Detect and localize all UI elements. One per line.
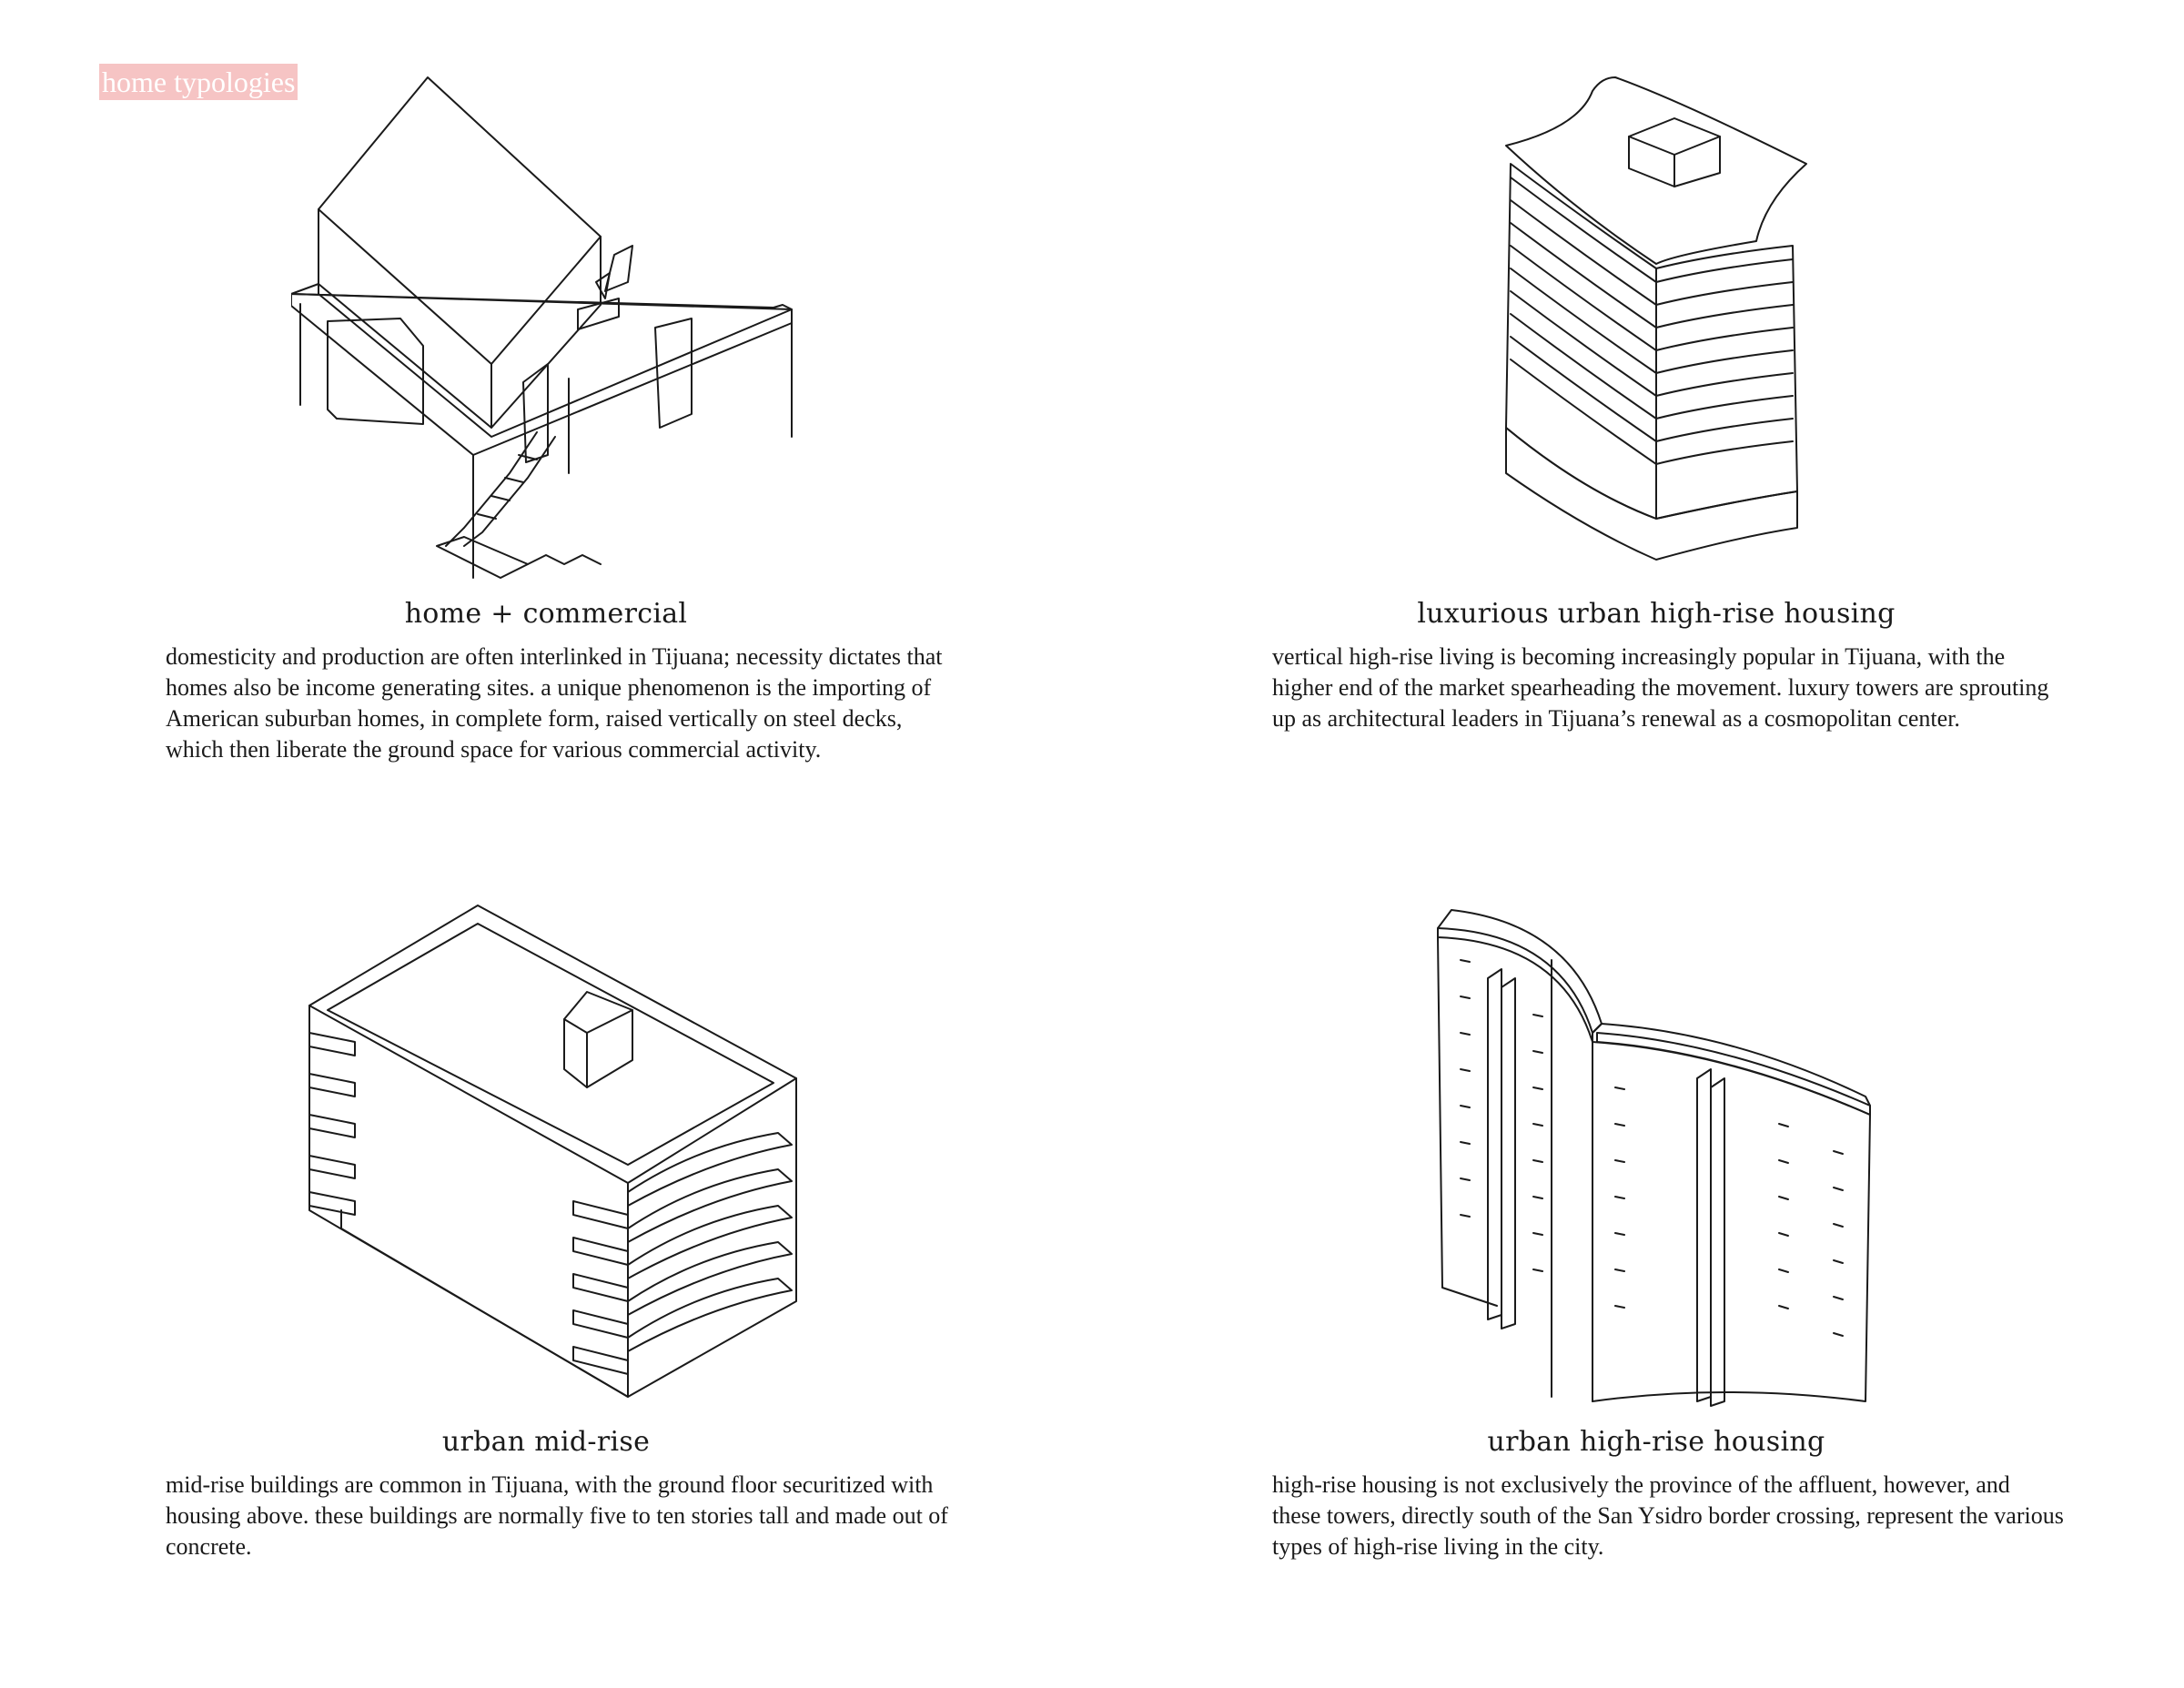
panel-description: domesticity and production are often int… [166, 643, 943, 763]
curved-luxury-tower-icon [1492, 73, 1811, 573]
panel-description: high-rise housing is not exclusively the… [1272, 1471, 2064, 1560]
panel-title: urban high-rise housing [1487, 1426, 1825, 1458]
panel-description: vertical high-rise living is becoming in… [1272, 643, 2049, 732]
raised-house-on-steel-deck-icon [291, 73, 810, 582]
panel-title: luxurious urban high-rise housing [1417, 598, 1896, 630]
panel-title: urban mid-rise [441, 1426, 651, 1458]
mid-rise-block-icon [305, 901, 801, 1406]
curved-slab-towers-icon [1433, 905, 1875, 1410]
panel-description: mid-rise buildings are common in Tijuana… [166, 1471, 948, 1560]
section-tag: home typologies [99, 64, 298, 100]
panel-title: home + commercial [404, 598, 688, 630]
